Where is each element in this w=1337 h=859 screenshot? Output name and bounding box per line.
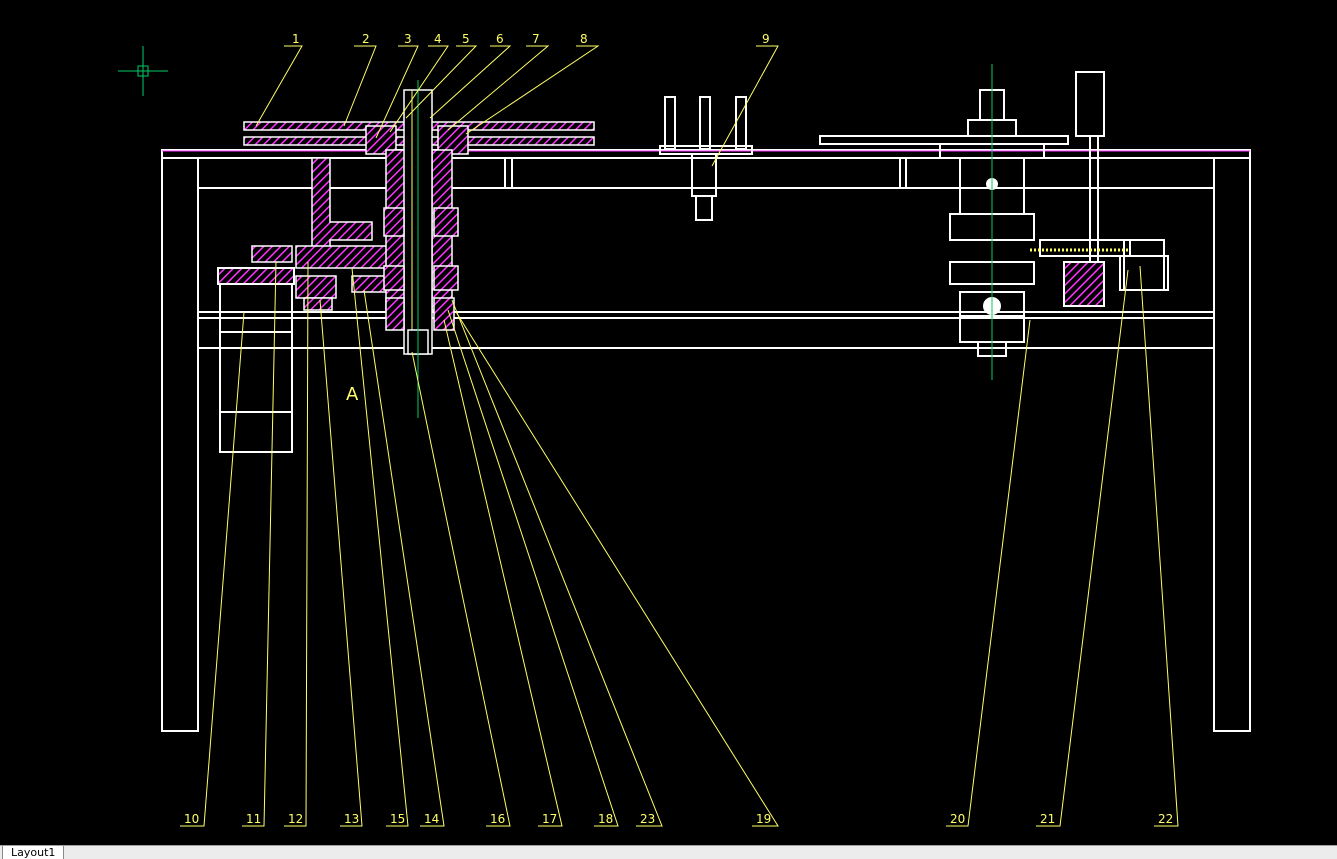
part-label-19: 19 xyxy=(756,812,771,826)
part-label-17: 17 xyxy=(542,812,557,826)
part-label-2: 2 xyxy=(362,32,370,46)
part-label-3: 3 xyxy=(404,32,412,46)
layout-tab-bar: Layout1 xyxy=(0,845,1337,859)
part-label-21: 21 xyxy=(1040,812,1055,826)
part-label-22: 22 xyxy=(1158,812,1173,826)
part-label-16: 16 xyxy=(490,812,505,826)
left-bracket xyxy=(251,157,389,311)
part-label-10: 10 xyxy=(184,812,199,826)
part-label-14: 14 xyxy=(424,812,439,826)
tab-layout1[interactable]: Layout1 xyxy=(2,846,65,859)
part-label-18: 18 xyxy=(598,812,613,826)
part-label-8: 8 xyxy=(580,32,588,46)
motor xyxy=(217,267,295,453)
right-spindle-assembly xyxy=(819,71,1169,357)
part-label-9: 9 xyxy=(762,32,770,46)
part-label-23: 23 xyxy=(640,812,655,826)
part-label-12: 12 xyxy=(288,812,303,826)
part-label-6: 6 xyxy=(496,32,504,46)
part-label-1: 1 xyxy=(292,32,300,46)
part-label-13: 13 xyxy=(344,812,359,826)
bottom-leader-lines xyxy=(180,261,1179,827)
part-label-4: 4 xyxy=(434,32,442,46)
part-label-7: 7 xyxy=(532,32,540,46)
crosshair-cursor-icon xyxy=(118,46,168,96)
part-label-15: 15 xyxy=(390,812,405,826)
top-leader-lines xyxy=(255,45,779,167)
part-label-11: 11 xyxy=(246,812,261,826)
part-label-20: 20 xyxy=(950,812,965,826)
section-label-a: A xyxy=(346,384,359,405)
part-label-5: 5 xyxy=(462,32,470,46)
